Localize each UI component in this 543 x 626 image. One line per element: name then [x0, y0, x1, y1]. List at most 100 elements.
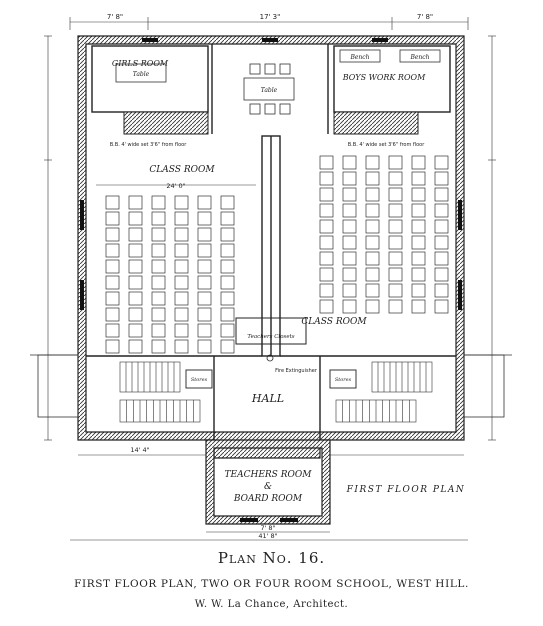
dim-board-width: 7' 8"	[260, 524, 275, 532]
floor-plan-drawing: 7' 8" 17' 3" 7' 8"	[30, 13, 512, 541]
desk	[365, 251, 380, 266]
desk	[388, 219, 403, 234]
desk	[411, 203, 426, 218]
desk	[411, 283, 426, 298]
dim-width-right: 7' 8"	[417, 13, 433, 21]
desk	[197, 323, 212, 338]
desk	[434, 203, 449, 218]
desk	[105, 243, 120, 258]
desk	[388, 155, 403, 170]
desk	[411, 267, 426, 282]
desk	[342, 251, 357, 266]
desk	[342, 171, 357, 186]
desk	[388, 267, 403, 282]
desk	[105, 275, 120, 290]
desk	[220, 195, 235, 210]
desk	[174, 227, 189, 242]
desk	[388, 235, 403, 250]
desk	[128, 243, 143, 258]
desk	[388, 187, 403, 202]
desk	[319, 155, 334, 170]
teachers-room-line2: &	[264, 482, 272, 492]
caption-architect: W. W. La Chance, Architect.	[194, 599, 349, 610]
girls-table	[115, 63, 167, 83]
desk	[342, 283, 357, 298]
desk	[197, 227, 212, 242]
desk	[105, 259, 120, 274]
dim-teachers-room-width: 14' 4"	[130, 446, 149, 454]
desk	[128, 259, 143, 274]
desk	[197, 259, 212, 274]
desk	[365, 267, 380, 282]
desk	[128, 195, 143, 210]
desk	[220, 211, 235, 226]
central-table	[243, 63, 295, 115]
desk	[220, 243, 235, 258]
desk	[197, 275, 212, 290]
desk	[174, 339, 189, 354]
desk	[174, 291, 189, 306]
fire-extinguisher-label: Fire Extinguisher	[275, 368, 318, 374]
desk	[319, 235, 334, 250]
desk	[105, 195, 120, 210]
desks-right-classroom	[319, 155, 449, 314]
stairs-left	[119, 361, 201, 423]
desk	[197, 291, 212, 306]
desk	[151, 291, 166, 306]
desk	[434, 251, 449, 266]
desk	[319, 267, 334, 282]
desk	[128, 307, 143, 322]
desk	[388, 251, 403, 266]
boys-bench-left	[339, 49, 381, 63]
hall-label: HALL	[251, 392, 284, 405]
teachers-room-annex	[205, 439, 331, 525]
desk	[151, 275, 166, 290]
dim-bottom-overall: 41' 8"	[258, 532, 277, 540]
desk	[411, 299, 426, 314]
desk	[220, 259, 235, 274]
desk	[151, 227, 166, 242]
desk	[319, 283, 334, 298]
desk	[197, 339, 212, 354]
teachers-room-line3: BOARD ROOM	[233, 494, 303, 504]
desk	[128, 227, 143, 242]
desk	[128, 291, 143, 306]
desk	[342, 219, 357, 234]
boys-bench-right-label: Bench	[409, 54, 429, 61]
lower-partitions	[86, 355, 456, 440]
desk	[128, 339, 143, 354]
desk	[434, 283, 449, 298]
caption-subtitle: FIRST FLOOR PLAN, TWO OR FOUR ROOM SCHOO…	[74, 578, 469, 590]
desk	[388, 171, 403, 186]
desk	[319, 171, 334, 186]
desk	[174, 307, 189, 322]
desk	[365, 155, 380, 170]
desk	[174, 211, 189, 226]
desk	[151, 211, 166, 226]
desk	[128, 323, 143, 338]
teachers-closets-label: Teachers Closets	[247, 334, 294, 340]
desk	[342, 155, 357, 170]
side-dimension-lines	[44, 35, 496, 441]
desk	[174, 323, 189, 338]
desk	[434, 299, 449, 314]
stairs-right	[335, 361, 433, 423]
side-porches	[30, 354, 512, 418]
desk	[319, 251, 334, 266]
desk	[220, 339, 235, 354]
class-room-width-dim: 24' 0"	[166, 182, 185, 190]
desk	[105, 323, 120, 338]
desk	[220, 291, 235, 306]
desk	[365, 203, 380, 218]
desk	[319, 219, 334, 234]
desk	[434, 219, 449, 234]
central-table-label: Table	[261, 87, 278, 94]
desk	[411, 155, 426, 170]
boys-work-room-label: BOYS WORK ROOM	[342, 73, 426, 82]
desk	[197, 243, 212, 258]
desk	[105, 211, 120, 226]
desk	[365, 299, 380, 314]
desk	[411, 187, 426, 202]
dim-width-left: 7' 8"	[107, 13, 123, 21]
desk	[105, 291, 120, 306]
